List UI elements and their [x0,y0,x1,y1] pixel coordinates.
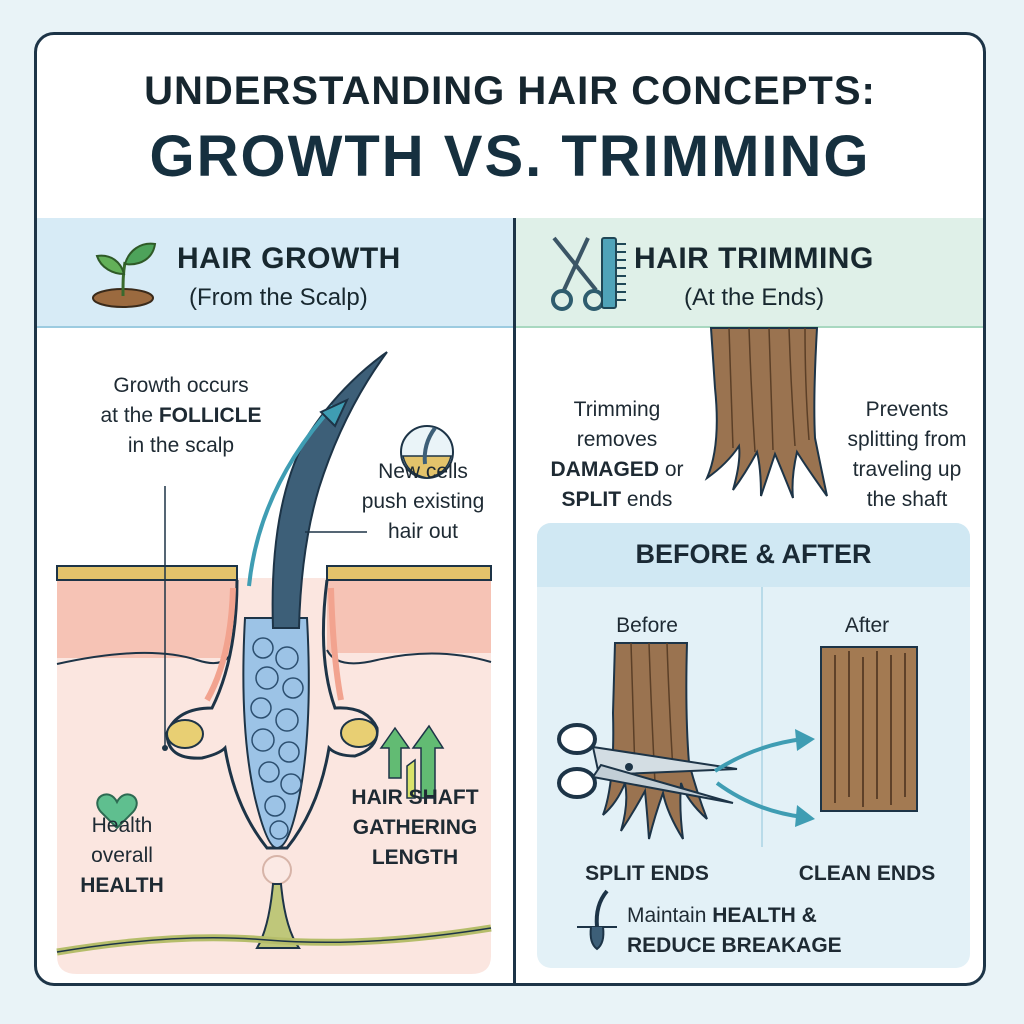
sprout-icon [92,242,157,308]
scalp-diagram [56,351,492,974]
prevents-note-line2: splitting from [847,428,967,451]
growth-header: HAIR GROWTH (From the Scalp) [37,218,513,328]
footer-line1: Maintain HEALTH & [627,901,927,931]
shaft-note-line3: LENGTH [371,846,459,869]
growth-heading: HAIR GROWTH [177,242,401,275]
follicle-keyword: FOLLICLE [158,404,262,427]
trimming-subheading: (At the Ends) [684,284,825,311]
growth-arrows-icon [379,724,445,799]
follicle-note-line2: at the FOLLICLE [81,401,281,431]
follicle-note-line3: in the scalp [127,434,235,457]
removes-note-line4: SPLIT ends [537,485,697,515]
cells-note-line2: push existing [361,490,485,513]
before-after-panel: BEFORE & AFTER Before After [537,523,970,968]
prevents-note-line1: Prevents [865,398,949,421]
before-after-divider [761,587,763,847]
shaft-note: HAIR SHAFT GATHERING LENGTH [335,783,495,873]
removes-note: Trimming removes DAMAGED or SPLIT ends [537,395,697,515]
removes-note-line4-text: ends [621,488,673,511]
split-ends-illustration [557,642,738,840]
transition-arrows [713,729,815,827]
cells-note: New cells push existing hair out [353,457,493,547]
split-keyword: SPLIT [561,488,622,511]
follicle-note: Growth occurs at the FOLLICLE in the sca… [81,371,281,461]
title-line-1: UNDERSTANDING HAIR CONCEPTS: [144,69,876,113]
scissors-icon [557,723,738,804]
trimming-header: HAIR TRIMMING (At the Ends) [516,218,983,328]
follicle-note-line1: Growth occurs [113,374,249,397]
shaft-note-line2: GATHERING [352,816,478,839]
scissors-comb-icon [551,236,626,311]
follicle-bulb-icon [400,425,454,479]
prevents-note: Prevents splitting from traveling up the… [837,395,977,515]
removes-note-line3-text: or [658,458,684,481]
footer-line2: REDUCE BREAKAGE [627,934,842,957]
clean-ends-label: CLEAN ENDS [798,862,936,885]
removes-note-line1: Trimming [573,398,661,421]
health-note-line1: Health [91,814,153,837]
prevents-note-line3: traveling up [852,458,962,481]
shaft-note-line1: HAIR SHAFT [351,786,479,809]
clean-ends-illustration [820,646,918,812]
health-note-line3: HEALTH [80,874,164,897]
split-ends-label: SPLIT ENDS [585,862,709,885]
growth-subheading: (From the Scalp) [189,284,368,311]
panel-divider [513,218,516,983]
hair-follicle-icon [577,889,617,951]
hair-ends-illustration [704,327,828,499]
title-banner: UNDERSTANDING HAIR CONCEPTS: GROWTH VS. … [37,35,983,221]
footer-note: Maintain HEALTH & REDUCE BREAKAGE [627,901,927,961]
infographic-card: UNDERSTANDING HAIR CONCEPTS: GROWTH VS. … [34,32,986,986]
after-label: After [844,614,890,637]
removes-note-line3: DAMAGED or [537,455,697,485]
title-line-2: GROWTH VS. TRIMMING [149,124,871,189]
before-after-title: BEFORE & AFTER [635,539,872,569]
before-after-header: BEFORE & AFTER [537,523,970,587]
cells-note-line1: New cells [378,460,468,483]
follicle-note-line2-text: at the [100,404,159,427]
before-label: Before [616,614,678,637]
prevents-note-line4: the shaft [866,488,948,511]
health-note-line2: overall [91,844,153,867]
footer-health-keyword: HEALTH & [712,904,817,927]
trimming-heading: HAIR TRIMMING [634,242,874,275]
health-note: Health overall HEALTH [67,811,177,901]
cells-note-line3: hair out [387,520,459,543]
damaged-keyword: DAMAGED [550,458,659,481]
removes-note-line2: removes [576,428,658,451]
footer-line1-text: Maintain [627,904,713,927]
